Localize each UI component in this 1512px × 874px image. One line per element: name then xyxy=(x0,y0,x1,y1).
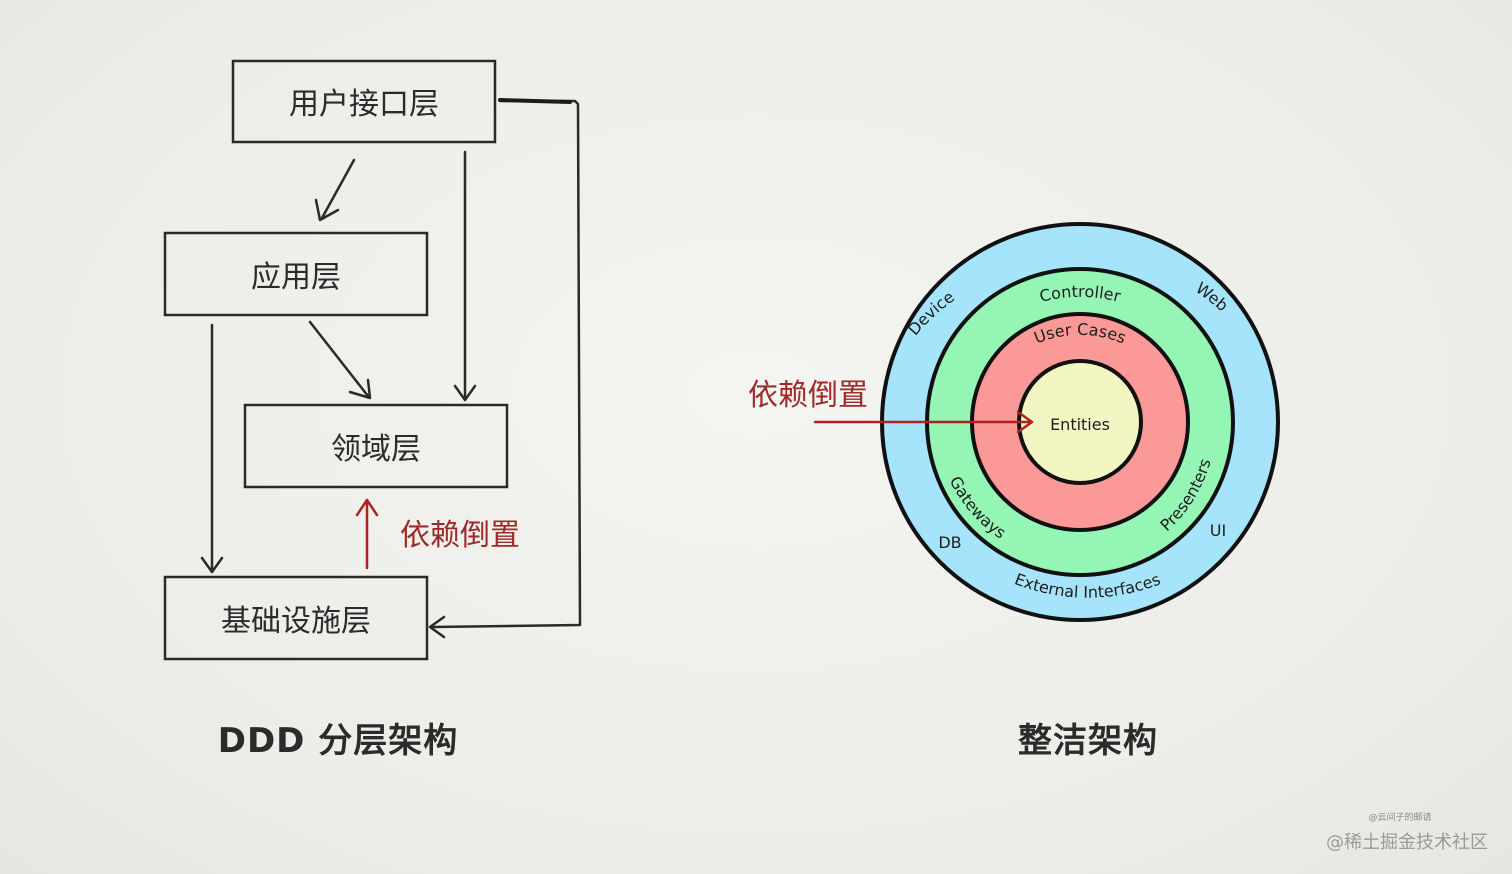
arrow-ui-to-application-head xyxy=(314,198,340,222)
ddd-diagram: 用户接口层 应用层 领域层 基础设施层 xyxy=(163,59,582,761)
arrow-application-to-domain-head xyxy=(348,378,372,400)
site-watermark: @稀土掘金技术社区 xyxy=(1326,832,1488,853)
ddd-inversion-arrow-head xyxy=(355,498,379,517)
infrastructure-layer-label: 基础设施层 xyxy=(221,604,371,639)
clean-caption: 整洁架构 xyxy=(1018,721,1158,761)
clean-inversion-arrow-head xyxy=(1016,410,1034,434)
arrow-application-to-infrastructure-head xyxy=(200,556,224,574)
user-interface-layer-label: 用户接口层 xyxy=(289,87,439,122)
entities-label: Entities xyxy=(1050,415,1110,434)
arrow-ui-to-domain-head xyxy=(453,384,477,402)
domain-layer-label: 领域层 xyxy=(331,432,421,467)
arrow-application-to-domain xyxy=(308,320,370,398)
infrastructure-layer-box xyxy=(163,575,429,661)
author-watermark: @云间子的邮请 xyxy=(1368,811,1431,823)
application-layer-box xyxy=(163,231,429,317)
arrow-ui-to-infrastructure-head xyxy=(428,615,446,639)
application-layer-label: 应用层 xyxy=(251,260,341,295)
ddd-caption: DDD 分层架构 xyxy=(218,721,459,761)
ui-loop-start-mark xyxy=(498,98,572,104)
domain-layer-box xyxy=(243,403,509,489)
ui-label: UI xyxy=(1210,521,1226,540)
arrow-ui-to-application xyxy=(320,158,356,220)
clean-inversion-label: 依赖倒置 xyxy=(748,378,868,413)
user-interface-layer-box xyxy=(231,59,497,144)
clean-architecture-diagram: Entities User Cases Controller Gateways … xyxy=(748,222,1280,761)
ddd-inversion-label: 依赖倒置 xyxy=(400,518,520,553)
db-label: DB xyxy=(938,533,961,552)
